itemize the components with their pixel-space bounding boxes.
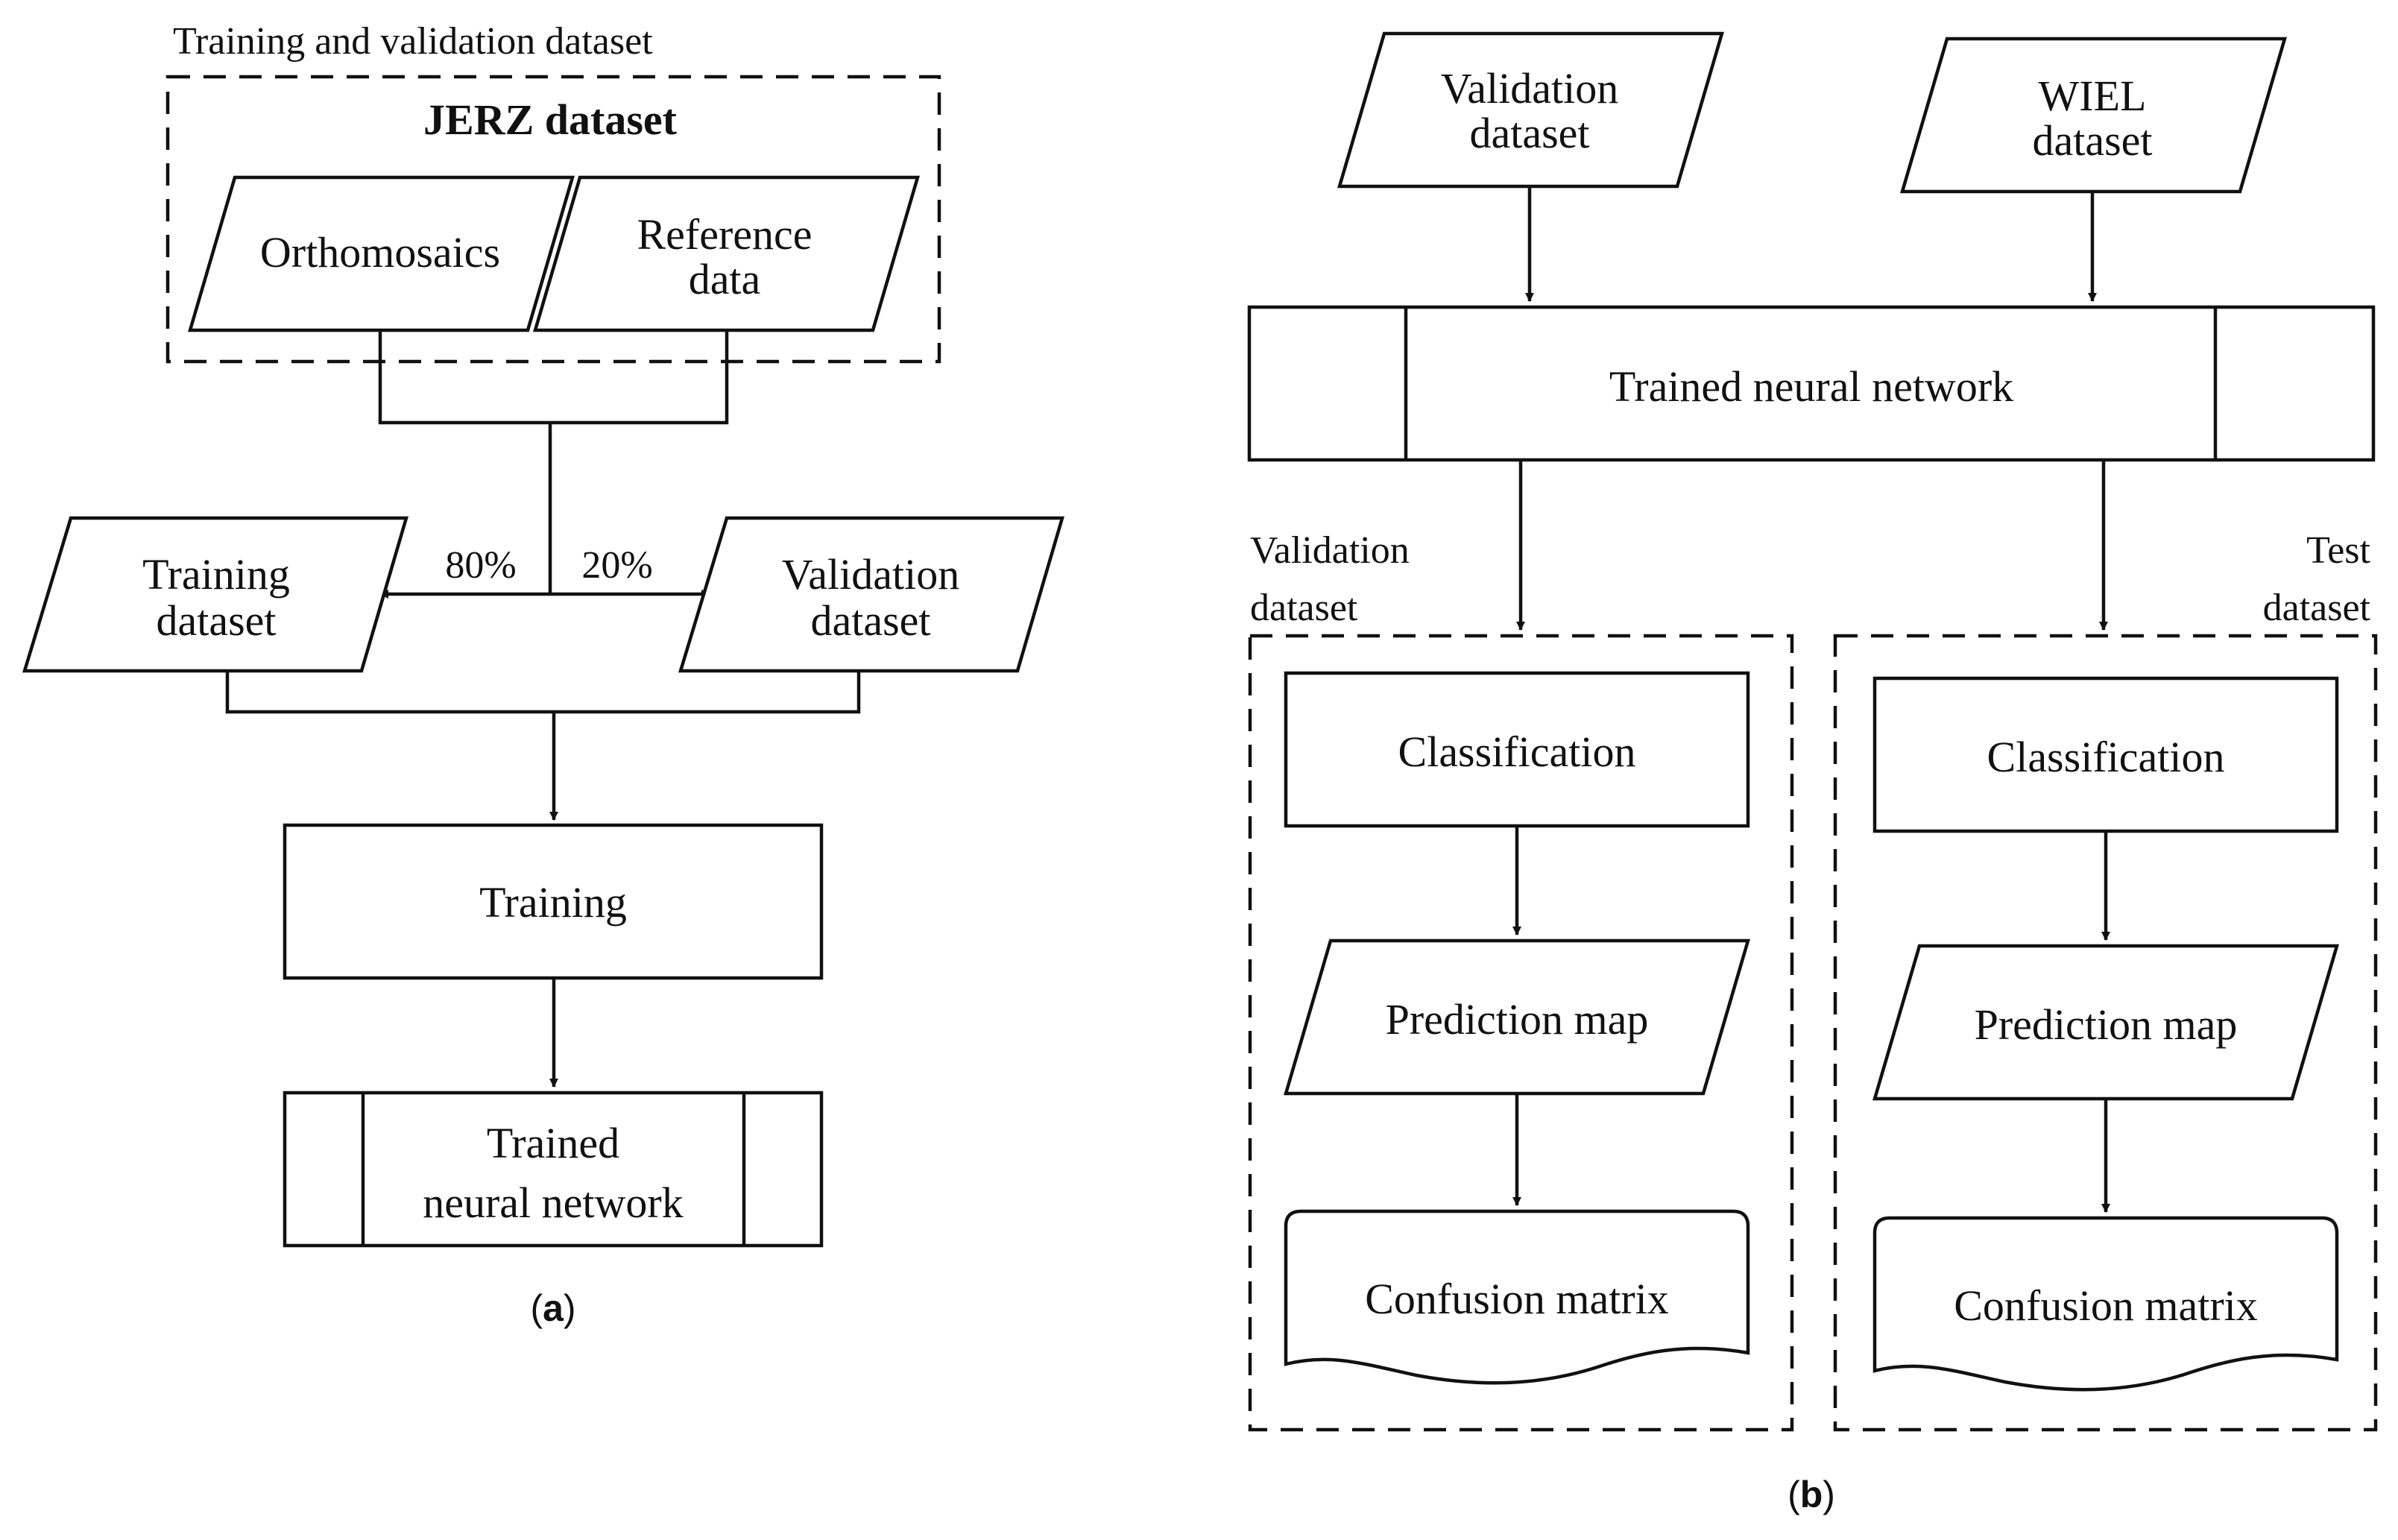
classification-left-label: Classification: [1398, 728, 1636, 776]
panel-b-label: (b): [1788, 1474, 1835, 1515]
prediction-map-left-label: Prediction map: [1386, 995, 1649, 1044]
right-group-label-line2: dataset: [2263, 587, 2371, 629]
validation-dataset-input-b: [1337, 31, 1725, 189]
split-20-label: 20%: [581, 544, 652, 587]
panel-a-label: (a): [530, 1287, 575, 1329]
training-process: [283, 823, 824, 980]
wiel-dataset-input: [1899, 37, 2288, 194]
classification-left: [1284, 671, 1750, 828]
jerz-dataset-title: JERZ dataset: [423, 95, 678, 144]
prediction-map-left: [1283, 938, 1751, 1096]
trained-nn-a-label-line2: neural network: [423, 1178, 683, 1227]
left-group-label-line1: Validation: [1250, 529, 1410, 572]
trained-neural-network-a: [283, 1091, 824, 1248]
prediction-map-right: [1872, 944, 2340, 1101]
training-label: Training: [479, 878, 627, 927]
validation-dataset-label-line2: dataset: [810, 596, 930, 645]
reference-data-input: [532, 175, 921, 332]
join-connector: [225, 671, 861, 714]
validation-dataset-node: [678, 516, 1065, 673]
prediction-map-right-label: Prediction map: [1975, 1000, 2238, 1049]
reference-data-label-line2: data: [689, 255, 761, 303]
orthomosaics-input: [187, 175, 575, 332]
validation-results-group: [1248, 634, 1794, 1432]
validation-input-label-line1: Validation: [1441, 64, 1618, 113]
classification-right: [1872, 676, 2339, 833]
confusion-matrix-right: [1872, 1216, 2339, 1392]
group-caption-training-validation: Training and validation dataset: [173, 20, 653, 63]
trained-nn-b-label: Trained neural network: [1609, 362, 2013, 411]
training-dataset-label-line2: dataset: [156, 596, 276, 645]
trained-neural-network-b: [1247, 305, 2376, 462]
wiel-label-line2: dataset: [2032, 116, 2152, 165]
validation-dataset-label-line1: Validation: [782, 550, 959, 599]
training-dataset-label-line1: Training: [142, 550, 290, 599]
right-group-label-line1: Test: [2306, 529, 2370, 572]
classification-right-label: Classification: [1987, 733, 2225, 781]
confusion-matrix-right-label: Confusion matrix: [1954, 1281, 2258, 1330]
test-results-group: [1833, 634, 2378, 1432]
training-dataset-node: [22, 516, 409, 673]
orthomosaics-label: Orthomosaics: [260, 228, 500, 277]
panel-b: Validation dataset WIEL dataset Trained …: [1247, 31, 2378, 1515]
split-80-label: 80%: [445, 544, 516, 587]
left-group-label-line2: dataset: [1250, 587, 1358, 629]
confusion-matrix-left: [1284, 1209, 1750, 1385]
panel-a: Training and validation dataset JERZ dat…: [22, 20, 1065, 1329]
reference-data-label-line1: Reference: [637, 210, 812, 259]
confusion-matrix-left-label: Confusion matrix: [1365, 1275, 1669, 1323]
trained-nn-a-label-line1: Trained: [487, 1119, 619, 1167]
merge-connector: [378, 330, 729, 425]
wiel-label-line1: WIEL: [2039, 72, 2147, 120]
jerz-dataset-group: [165, 75, 941, 364]
validation-input-label-line2: dataset: [1469, 109, 1589, 157]
